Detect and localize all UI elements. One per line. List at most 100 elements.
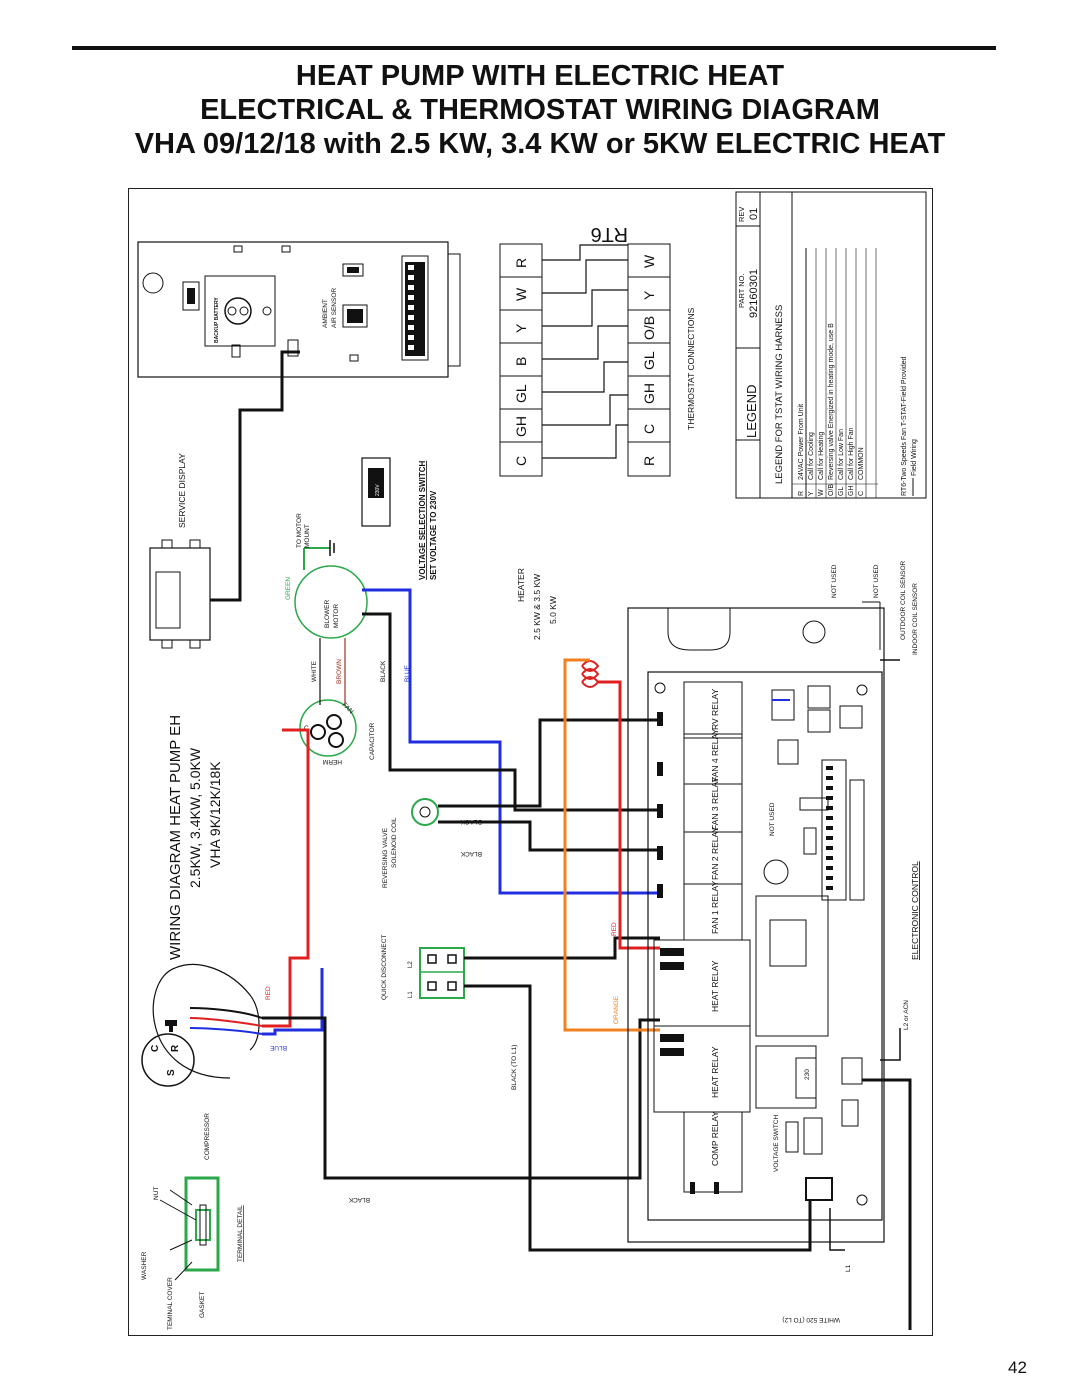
voltage-selection-subtitle: SET VOLTAGE TO 230V <box>429 490 438 580</box>
diagram-title-2: 2.5KW, 3.4KW, 5.0KW <box>187 747 203 888</box>
wire-label-red: RED <box>265 986 272 1000</box>
page-title-line-2: ELECTRICAL & THERMOSTAT WIRING DIAGRAM <box>200 94 880 126</box>
rt6-terminal-w: W <box>641 254 657 268</box>
voltage-switch-value: 230 <box>804 1069 811 1080</box>
heat-relay-2-label: HEAT RELAY <box>710 1046 720 1098</box>
page-title-line-1: HEAT PUMP WITH ELECTRIC HEAT <box>295 60 785 92</box>
legend-rev-label: REV <box>737 207 746 222</box>
legend-note-2: Field Wiring <box>911 439 918 476</box>
quick-disconnect: QUICK DISCONNECT L1 L2 <box>381 935 465 1000</box>
unit-terminal-y: Y <box>513 323 529 333</box>
legend-desc-w: Call for Heating <box>818 432 825 480</box>
legend-code-w: W <box>818 489 825 496</box>
outdoor-coil-label: OUTDOOR COIL SENSOR <box>900 560 907 640</box>
black-to-l1-label: BLACK (TO L1) <box>511 1045 518 1090</box>
l1-board-label: L1 <box>845 1264 852 1272</box>
rt6-terminal-ob: O/B <box>641 316 657 340</box>
indoor-coil-label: INDOOR COIL SENSOR <box>912 583 919 655</box>
not-used-board-label: NOT USED <box>769 802 776 836</box>
wire-label-brown: BROWN <box>336 659 343 684</box>
compressor-s: S <box>166 1069 177 1076</box>
l2-acn-label: L2 or ACN <box>903 1000 910 1030</box>
unit-thermostat-terminal-strip: C GH GL B Y W R <box>499 243 543 477</box>
legend-code-c: C <box>858 491 865 496</box>
rt6-terminal-y: Y <box>641 290 657 300</box>
white-to-l2-label: WHITE 520 (TO L2) <box>782 1316 840 1323</box>
blower-label-1: BLOWER <box>324 600 331 628</box>
unit-terminal-b: B <box>513 357 529 366</box>
wire-label-green: GREEN <box>285 577 292 600</box>
quick-disconnect-l1: L1 <box>408 991 414 998</box>
terminal-cover-label: TEMINAL COVER <box>167 1277 174 1330</box>
legend-desc-gh: Call for High Fan <box>848 427 855 480</box>
capacitor: CAPACITOR HERM FAN C <box>299 699 376 765</box>
diagram-title-3: VHA 9K/12K/18K <box>207 761 223 868</box>
rt6-terminal-gh: GH <box>641 383 657 404</box>
capacitor-label: CAPACITOR <box>369 722 376 760</box>
electronic-control-label: ELECTRONIC CONTROL <box>910 861 920 960</box>
terminal-detail: NUT WASHER TEMINAL COVER GASKET TERMINAL… <box>141 1176 244 1330</box>
service-display-connector: SERVICE DISPLAY <box>149 453 211 649</box>
legend-part-no: 92160301 <box>748 269 760 318</box>
diagram-title-1: WIRING DIAGRAM HEAT PUMP EH <box>167 715 184 960</box>
heater-kw-2: 5.0 KW <box>548 596 558 624</box>
voltage-switch-label: VOLTAGE SWITCH <box>773 1115 780 1172</box>
blower-motor: BLOWER MOTOR <box>294 565 368 639</box>
compressor-r: R <box>170 1044 181 1052</box>
wire-label-black-comp: BLACK <box>348 1196 370 1203</box>
legend-rev: 01 <box>748 208 760 220</box>
voltage-selection-switch: 230V VOLTAGE SELECTION SWITCH SET VOLTAG… <box>361 457 438 580</box>
reversing-valve-label-1: REVERSING VALVE <box>382 827 389 888</box>
legend-code-gl: GL <box>838 487 845 496</box>
washer-label: WASHER <box>141 1251 148 1280</box>
unit-terminal-w: W <box>513 287 529 301</box>
rv-relay-label: RV RELAY <box>710 688 720 730</box>
fan3-relay-label: FAN 3 RELAY <box>710 776 720 830</box>
unit-terminal-gh: GH <box>513 416 529 437</box>
voltage-selection-title: VOLTAGE SELECTION SWITCH <box>418 461 427 580</box>
page-title-line-3: VHA 09/12/18 with 2.5 KW, 3.4 KW or 5KW … <box>134 128 946 160</box>
wire-label-blue-comp: BLUE <box>269 1044 287 1051</box>
fan2-relay-label: FAN 2 RELAY <box>710 826 720 880</box>
voltage-selection-switch-label: 230V <box>375 484 381 496</box>
nut-label: NUT <box>153 1187 160 1200</box>
ambient-label-2: AIR SENSOR <box>331 288 338 328</box>
legend-desc-ob: Reversing valve Energized in heating mod… <box>828 323 835 480</box>
rt6-terminal-r: R <box>641 456 657 466</box>
legend: LEGEND PART NO. 92160301 REV 01 LEGEND F… <box>735 191 927 499</box>
legend-desc-c: COMMON <box>858 447 865 480</box>
legend-note-1: RT6-Two Speeds Fan T-STAT-Field Provided <box>901 356 908 496</box>
compressor-c: C <box>150 1045 161 1052</box>
not-used-label-1: NOT USED <box>831 564 838 598</box>
electronic-control-board: RV RELAY FAN 4 RELAY FAN 3 RELAY FAN 2 R… <box>627 607 920 1243</box>
blower-label-2: MOTOR <box>333 604 340 628</box>
wire-label-black-rv1: BLACK <box>460 818 482 825</box>
service-display-board: BACKUP BATTERY AMBIENT AIR SENSOR <box>137 241 461 378</box>
rt6-label: RT6 <box>591 223 628 245</box>
unit-terminal-c: C <box>513 456 529 466</box>
unit-terminal-gl: GL <box>513 384 529 403</box>
legend-harness: LEGEND FOR TSTAT WIRING HARNESS <box>774 305 785 484</box>
diagram-frame <box>128 188 933 1336</box>
backup-battery-label: BACKUP BATTERY <box>214 297 220 343</box>
legend-code-gh: GH <box>848 486 855 497</box>
heater: HEATER 2.5 KW & 3.5 KW 5.0 KW <box>516 568 600 688</box>
not-used-label-2: NOT USED <box>873 564 880 598</box>
heat-relay-1-label: HEAT RELAY <box>710 960 720 1012</box>
wire-label-black: BLACK <box>380 660 387 682</box>
wire-label-orange: ORANGE <box>613 995 620 1024</box>
service-display-label: SERVICE DISPLAY <box>177 453 187 528</box>
thermostat-connections-label: THERMOSTAT CONNECTIONS <box>686 307 696 430</box>
gasket-label: GASKET <box>199 1292 206 1318</box>
reversing-valve-coil: REVERSING VALVE SOLENOID COIL <box>382 798 439 888</box>
to-motor-label-2: MOUNT <box>304 524 311 548</box>
fan1-relay-label: FAN 1 RELAY <box>710 880 720 934</box>
to-motor-label-1: TO MOTOR <box>296 513 303 548</box>
reversing-valve-label-2: SOLENOID COIL <box>391 817 398 868</box>
legend-code-r: R <box>798 491 805 496</box>
legend-code-y: Y <box>808 491 815 496</box>
top-rule <box>72 46 996 50</box>
terminal-detail-label: TERMINAL DETAIL <box>237 1205 244 1262</box>
wire-label-blue: BLUE <box>404 664 411 682</box>
